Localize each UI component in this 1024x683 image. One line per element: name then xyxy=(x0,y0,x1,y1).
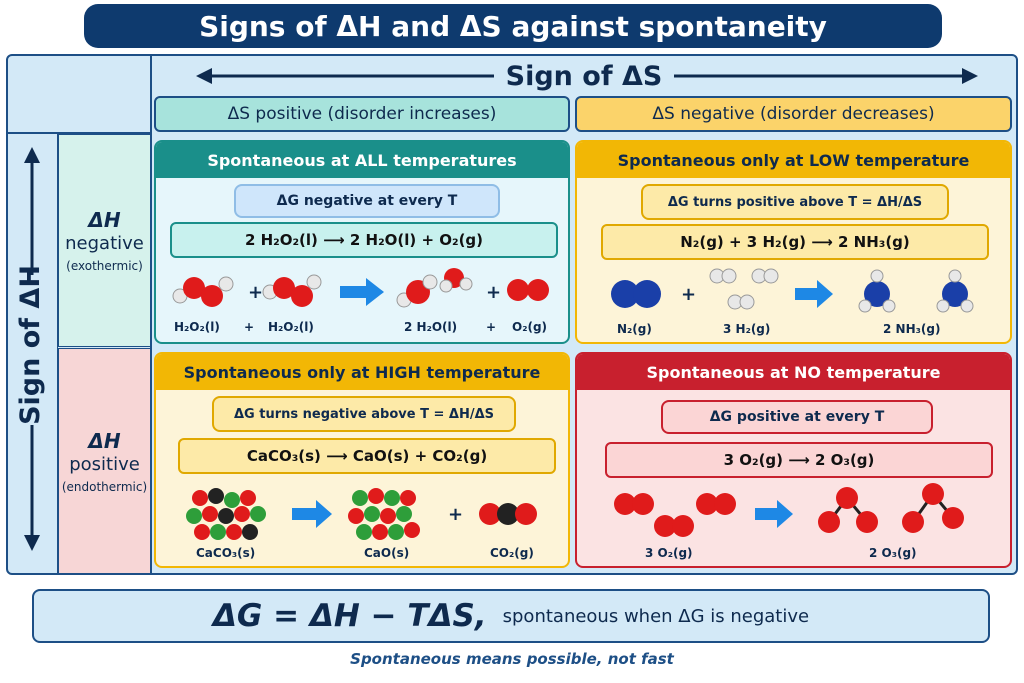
footnote: Spontaneous means possible, not fast xyxy=(350,650,674,668)
svg-text:+: + xyxy=(448,504,463,525)
delta-s-axis: Sign of ΔS xyxy=(152,58,1016,94)
molecule-illustration xyxy=(614,483,964,537)
delta-h-arrow xyxy=(16,147,48,551)
molecule-illustration: + + xyxy=(172,268,549,308)
condition-pill: ΔG positive at every T xyxy=(661,400,933,434)
row-header-sub: negative xyxy=(65,233,144,254)
row-header-dh-positive: ΔH positive (endothermic) xyxy=(58,348,151,574)
divider-corner xyxy=(6,132,150,134)
divider-vertical-main xyxy=(150,54,152,575)
svg-text:+: + xyxy=(681,284,696,305)
row-header-main: ΔH xyxy=(88,208,121,232)
row-header-main: ΔH xyxy=(88,428,121,453)
molecule-label: O₂(g) xyxy=(512,320,548,334)
molecule-illustration: + xyxy=(611,268,974,313)
cell-all-temperatures: Spontaneous at ALL temperatures ΔG negat… xyxy=(154,140,570,344)
page-title: Signs of ΔH and ΔS against spontaneity xyxy=(84,4,942,48)
column-header-ds-positive: ΔS positive (disorder increases) xyxy=(154,96,570,132)
cell-low-temperature: Spontaneous only at LOW temperature ΔG t… xyxy=(575,140,1012,344)
molecule-label: 2 O₃(g) xyxy=(869,546,917,560)
row-header-paren: (endothermic) xyxy=(61,479,148,494)
cell-header: Spontaneous only at HIGH temperature xyxy=(156,354,568,390)
molecule-label: 2 H₂O(l) xyxy=(404,320,458,334)
molecule-label: CaCO₃(s) xyxy=(196,546,256,560)
row-header-paren: (exothermic) xyxy=(66,259,143,273)
reaction-equation: 2 H₂O₂(l) ⟶ 2 H₂O(l) + O₂(g) xyxy=(170,222,558,258)
row-header-dh-negative: ΔH negative (exothermic) xyxy=(58,134,151,347)
gibbs-equation: ΔG = ΔH − TΔS, xyxy=(212,598,487,634)
svg-text:+: + xyxy=(248,282,263,303)
reaction-equation: CaCO₃(s) ⟶ CaO(s) + CO₂(g) xyxy=(178,438,556,474)
condition-pill: ΔG turns negative above T = ΔH/ΔS xyxy=(212,396,516,432)
cell-no-temperature: Spontaneous at NO temperature ΔG positiv… xyxy=(575,352,1012,568)
molecule-label: CO₂(g) xyxy=(490,546,534,560)
molecule-label: H₂O₂(l) xyxy=(174,320,220,334)
cell-header: Spontaneous at ALL temperatures xyxy=(156,142,568,178)
molecule-label: + xyxy=(486,320,497,334)
molecule-label: + xyxy=(244,320,255,334)
molecule-label: CaO(s) xyxy=(364,546,410,560)
molecule-label: 3 H₂(g) xyxy=(723,322,771,336)
reaction-equation: N₂(g) + 3 H₂(g) ⟶ 2 NH₃(g) xyxy=(601,224,989,260)
molecule-label: H₂O₂(l) xyxy=(268,320,314,334)
condition-pill: ΔG negative at every T xyxy=(234,184,500,218)
cell-header: Spontaneous at NO temperature xyxy=(577,354,1010,390)
reaction-equation: 3 O₂(g) ⟶ 2 O₃(g) xyxy=(605,442,993,478)
gibbs-equation-box: ΔG = ΔH − TΔS, spontaneous when ΔG is ne… xyxy=(32,589,990,643)
molecule-illustration: + xyxy=(186,488,537,540)
molecule-label: 2 NH₃(g) xyxy=(883,322,941,336)
svg-text:+: + xyxy=(486,282,501,303)
column-header-ds-negative: ΔS negative (disorder decreases) xyxy=(575,96,1012,132)
divider-vertical-axis xyxy=(57,132,58,575)
condition-pill: ΔG turns positive above T = ΔH/ΔS xyxy=(641,184,949,220)
cell-high-temperature: Spontaneous only at HIGH temperature ΔG … xyxy=(154,352,570,568)
gibbs-note: spontaneous when ΔG is negative xyxy=(502,605,810,627)
molecule-label: 3 O₂(g) xyxy=(645,546,693,560)
delta-s-axis-label: Sign of ΔS xyxy=(493,60,675,92)
row-header-sub: positive xyxy=(69,453,140,475)
delta-h-axis-label: Sign of ΔH xyxy=(14,265,46,425)
cell-header: Spontaneous only at LOW temperature xyxy=(577,142,1010,178)
molecule-label: N₂(g) xyxy=(617,322,652,336)
